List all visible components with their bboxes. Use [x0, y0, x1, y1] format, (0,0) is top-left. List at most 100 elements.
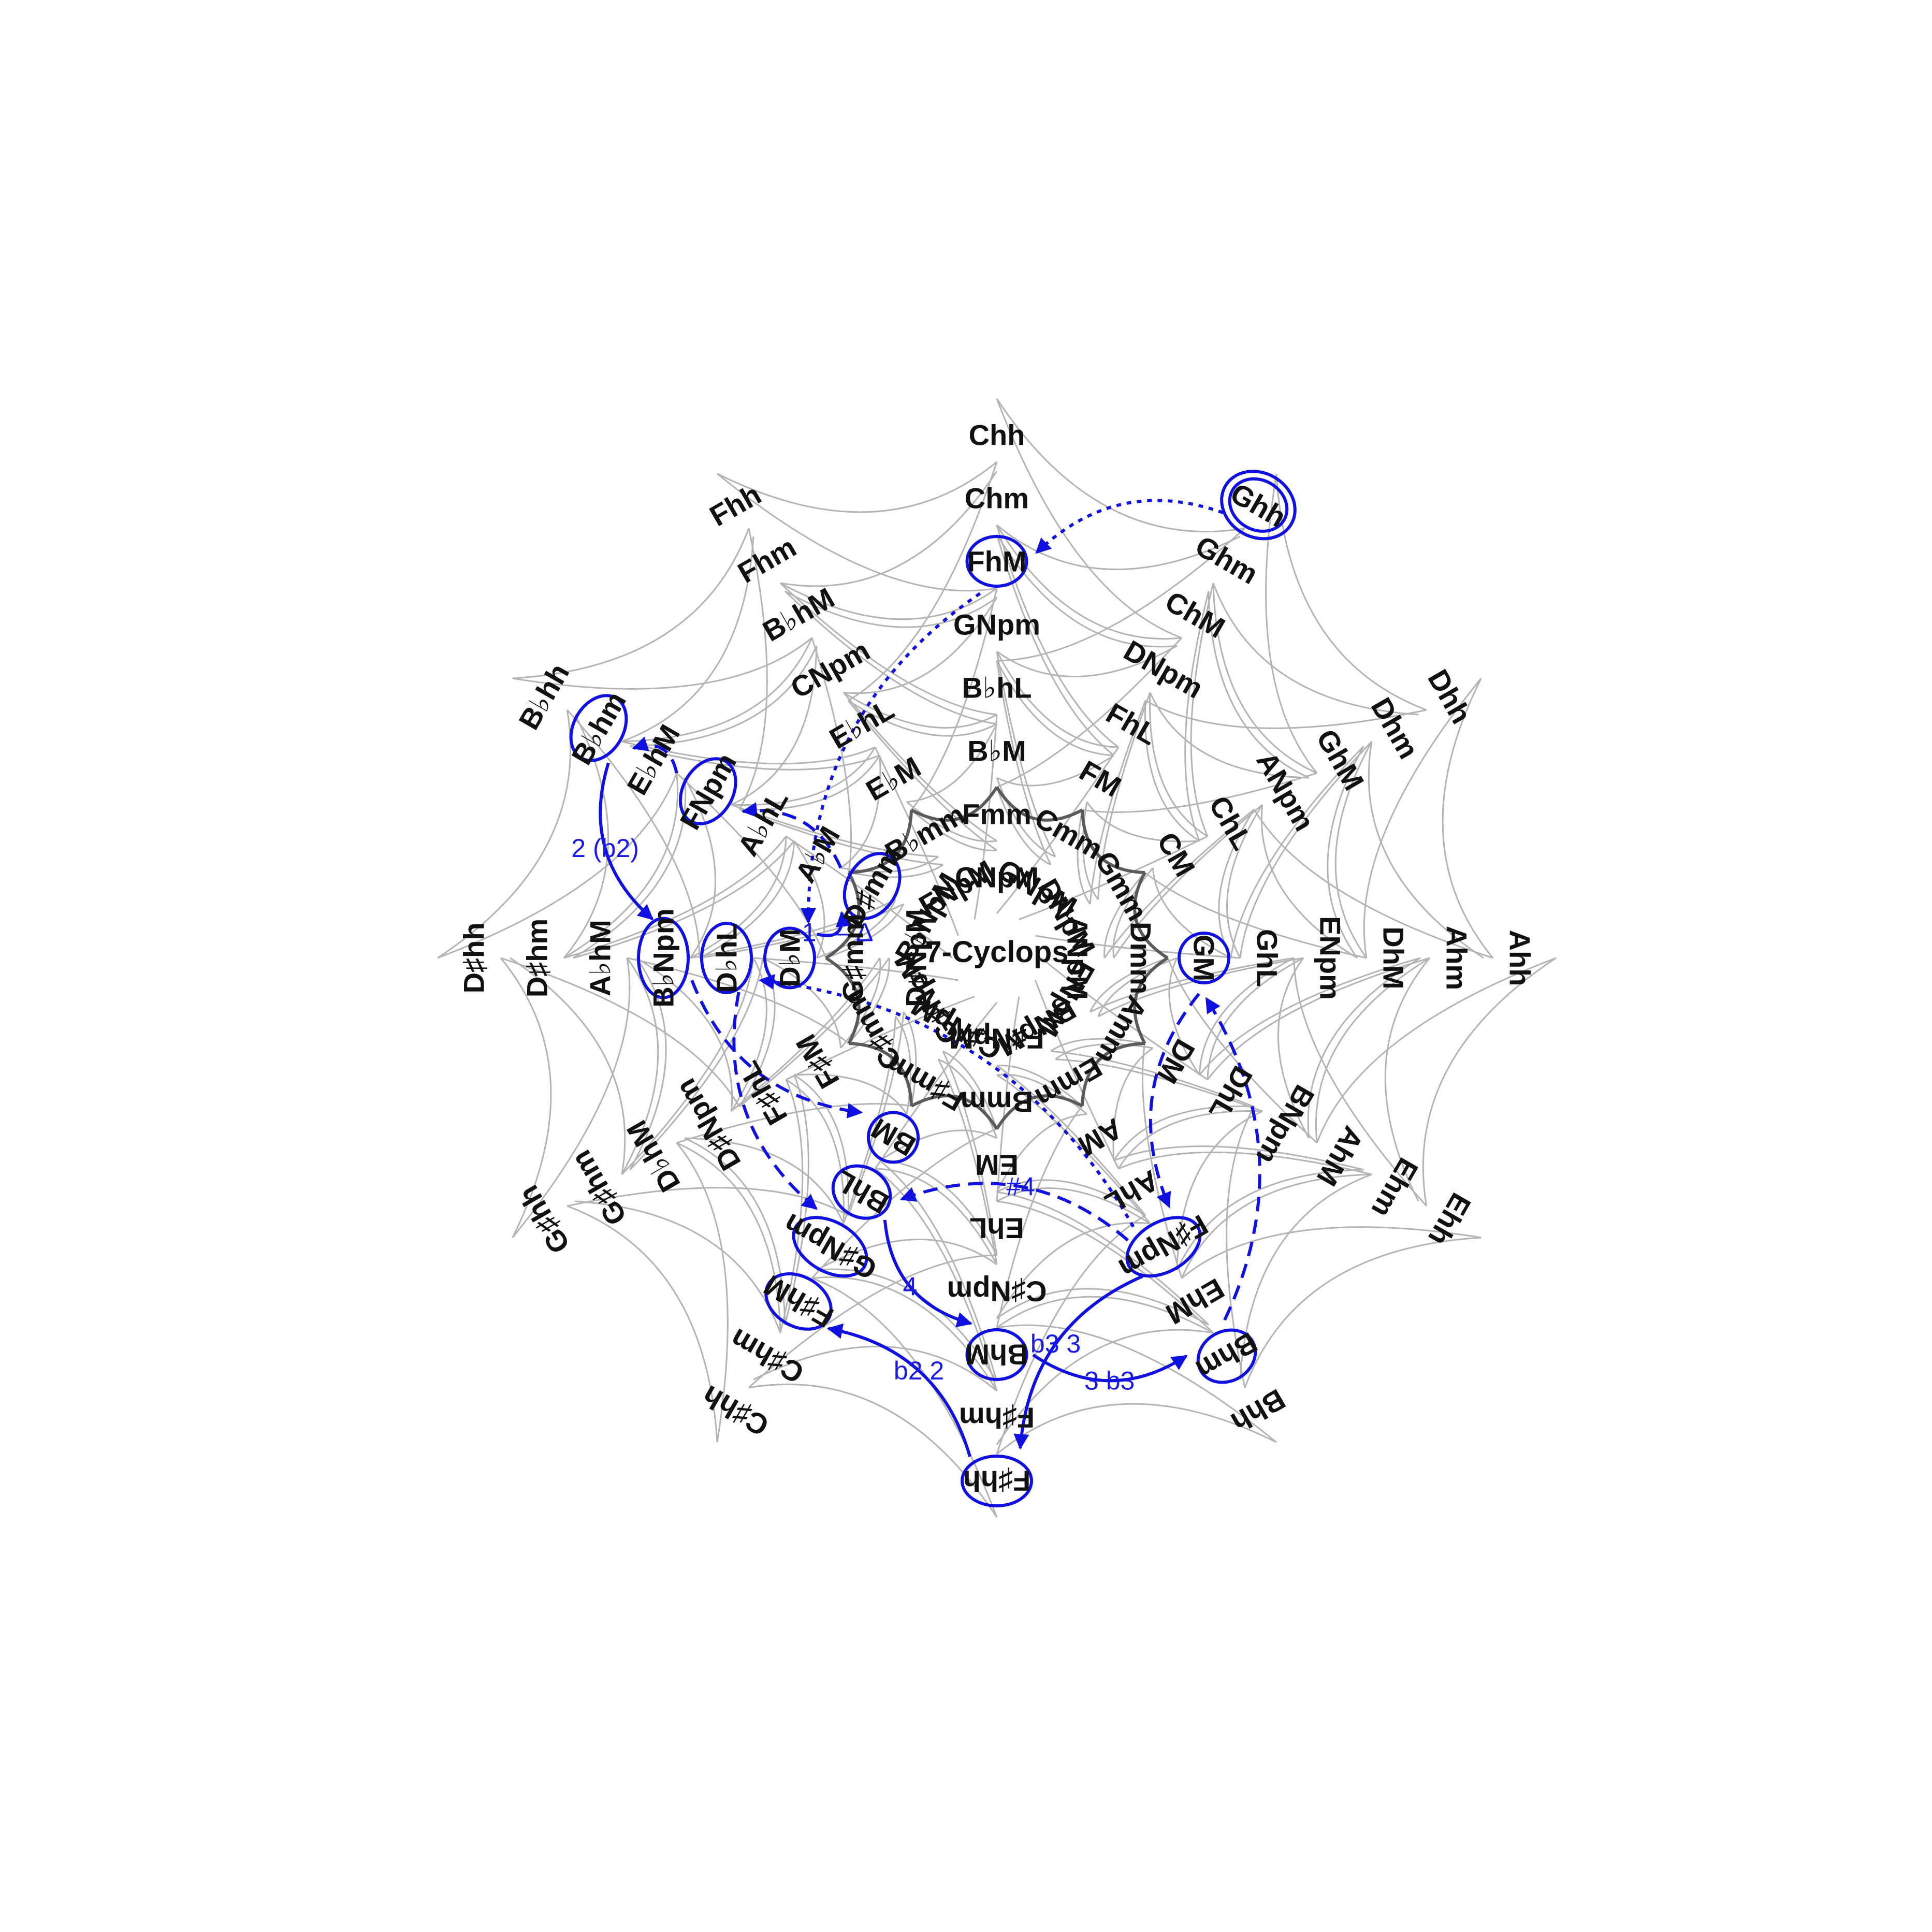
connection-line: [996, 524, 1241, 571]
chord-label-bbmm: B♭mm: [879, 797, 970, 869]
connection-line: [1260, 804, 1358, 959]
connection-line: [996, 660, 1052, 865]
connection-line: [996, 1329, 1214, 1445]
connection-line: [996, 1065, 1146, 1216]
connection-line: [1184, 591, 1210, 841]
connection-line: [676, 772, 827, 958]
connection-line: [566, 1187, 849, 1216]
highlight-dbm: [763, 926, 816, 990]
arrow-fnpm-to-bbhm: [632, 736, 678, 774]
connection-line: [874, 1002, 998, 1169]
arrow-dsmm-to-fnpm: [741, 802, 842, 869]
connection-line: [629, 957, 667, 1170]
chord-label-ehl: EhL: [969, 1212, 1024, 1245]
arrow-bhm-to-bhm: [1032, 1354, 1188, 1383]
connection-line: [1277, 957, 1310, 1139]
chord-label-chh: Chh: [969, 419, 1025, 452]
major-link-line: [995, 1094, 1083, 1130]
chord-label-ehm: Ehm: [1365, 1153, 1425, 1224]
connection-line: [1077, 809, 1091, 905]
connection-line: [996, 1403, 1277, 1455]
connection-line: [937, 1059, 998, 1265]
connection-line: [512, 637, 812, 690]
connection-line: [563, 836, 787, 959]
connection-line: [996, 637, 1183, 788]
connection-line: [437, 709, 572, 959]
chord-label-cnpm: CNpm: [785, 634, 875, 705]
arrow-label: 2 (b2): [571, 834, 639, 863]
chord-label-cnpm: CNpM: [955, 861, 1039, 894]
arrow-fsnpm-to-fshh: [1013, 1274, 1143, 1450]
highlight-ghh: [1228, 477, 1289, 533]
connection-line: [816, 1239, 997, 1271]
connection-line: [780, 582, 997, 620]
connection-line: [942, 1051, 998, 1256]
connection-line: [630, 745, 880, 771]
connection-line: [910, 588, 998, 811]
chord-label-abhm: A♭hM: [584, 920, 617, 996]
connection-line: [1275, 473, 1427, 711]
highlight-ellipses: [569, 470, 1297, 1507]
connection-line: [731, 646, 818, 806]
connection-line: [779, 582, 997, 716]
connection-line: [1422, 957, 1557, 1207]
connection-line: [1226, 804, 1263, 958]
connection-line: [780, 471, 998, 587]
connection-line: [731, 804, 939, 858]
connection-line: [1190, 583, 1214, 837]
chord-label-gsmm: G♯mm: [837, 913, 869, 1002]
connection-line: [500, 957, 552, 1238]
arrow-label: b2 2: [894, 1356, 944, 1385]
connection-line: [1167, 957, 1318, 1144]
highlight-fnpm: [678, 757, 737, 825]
connection-line: [1239, 740, 1373, 958]
connection-line: [753, 957, 958, 981]
arrow-gm-to-fsnpm: [1149, 993, 1200, 1209]
connection-line: [738, 957, 890, 1108]
diagram-title: 7-Cyclops: [925, 935, 1068, 969]
connection-line: [843, 692, 997, 729]
chord-label-dmm: Dmm: [1125, 922, 1157, 994]
chord-label-bbhl: B♭hL: [962, 672, 1032, 704]
chord-label-dm: DM: [1151, 1034, 1201, 1090]
connection-line: [825, 904, 905, 959]
chord-label-bbm: B♭M: [967, 735, 1026, 767]
connection-line: [731, 957, 881, 1112]
connection-line: [731, 747, 876, 806]
connection-line: [879, 1160, 998, 1382]
connection-line: [911, 809, 997, 851]
connection-line: [566, 709, 701, 958]
connection-line: [848, 864, 943, 878]
chord-label-dbhl: D♭hL: [710, 923, 743, 993]
highlight-bhm: [1196, 1328, 1257, 1384]
connection-line: [811, 1128, 997, 1279]
chord-label-ahh: Ahh: [1504, 930, 1536, 986]
connection-line: [996, 398, 1245, 533]
major-link-line: [825, 956, 861, 1044]
arrow-bbnpm-to-bm: [690, 980, 863, 1118]
connection-line: [793, 1074, 850, 1216]
connection-line: [1239, 1173, 1372, 1380]
highlight-gm: [1178, 932, 1230, 984]
connection-line: [621, 957, 659, 1175]
connection-line: [1181, 1173, 1372, 1279]
connection-line: [843, 597, 998, 694]
connection-line: [699, 840, 795, 959]
arrow-label: b3 3: [1030, 1329, 1081, 1358]
connection-line: [811, 1276, 998, 1391]
arrow-dbhl-to-gsnpm: [732, 992, 818, 1210]
highlight-bbnpm: [637, 917, 690, 999]
connection-line: [1035, 980, 1120, 1169]
connection-line: [690, 898, 896, 959]
chord-label-bhm: BhM: [965, 1339, 1028, 1371]
connection-line: [1117, 1110, 1262, 1169]
connection-line: [996, 525, 1119, 748]
connection-line: [748, 1254, 997, 1388]
major-link-line: [910, 786, 998, 822]
connection-line: [738, 528, 768, 810]
chord-label-dsnpm: D♯NpM: [900, 909, 933, 1007]
connection-line: [1112, 1047, 1154, 1161]
chord-label-dshh: D♯hh: [458, 923, 490, 994]
connection-line: [1113, 1145, 1364, 1171]
